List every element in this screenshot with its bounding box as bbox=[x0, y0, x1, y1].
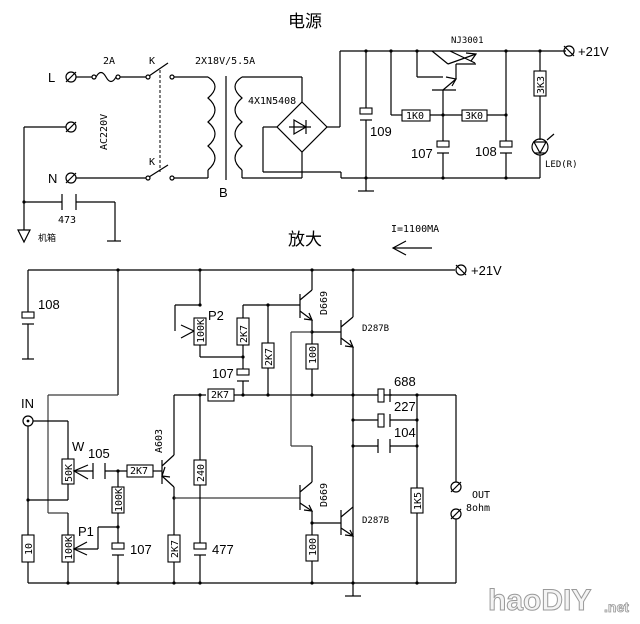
fuse-rating: 2A bbox=[103, 56, 115, 67]
switch-K2[interactable] bbox=[148, 164, 169, 178]
transformer-primary bbox=[207, 76, 216, 171]
base-resistor-label: 2K7 bbox=[130, 466, 148, 477]
psu-output-voltage: +21V bbox=[578, 44, 609, 59]
capacitor-107-p2 bbox=[236, 368, 250, 376]
upper-emitter-resistor-label: 100 bbox=[308, 346, 319, 364]
switch-K1[interactable] bbox=[148, 62, 169, 77]
lower-power-transistor bbox=[340, 506, 355, 537]
resistor-3k3-label: 3K3 bbox=[536, 76, 547, 94]
resistor-3k0-label: 3K0 bbox=[465, 111, 483, 122]
volume-pot-value: 50K bbox=[64, 464, 75, 482]
resistor-1k0-label: 1K0 bbox=[406, 111, 424, 122]
terminal-ground[interactable] bbox=[65, 121, 77, 133]
watermark-brand: haoDIY bbox=[488, 584, 591, 617]
filter-cap-label: 109 bbox=[370, 124, 392, 139]
upper-driver-transistor bbox=[299, 289, 313, 321]
cap-477-label: 477 bbox=[212, 542, 234, 557]
regulator-transistor-label: NJ3001 bbox=[451, 36, 484, 46]
upper-power-label: D287B bbox=[362, 324, 389, 334]
chassis-ground-icon bbox=[17, 229, 31, 244]
p1-value: 100K bbox=[64, 536, 75, 560]
feedback-resistor-label: 2K7 bbox=[211, 390, 229, 401]
amplifier-section: I=1100MA +21V 108 IN bbox=[21, 224, 502, 597]
wiper-arrow-icon bbox=[72, 464, 93, 480]
decoupling-cap-label: 108 bbox=[38, 297, 60, 312]
amp-supply-voltage: +21V bbox=[471, 263, 502, 278]
decoupling-capacitor bbox=[21, 311, 35, 319]
p2-resistor-label: 2K7 bbox=[239, 325, 250, 343]
output-cap-227-label: 227 bbox=[394, 399, 416, 414]
switch-K2-label: K bbox=[149, 157, 155, 168]
output-capacitor-688 bbox=[377, 388, 385, 403]
output-terminal-negative[interactable] bbox=[450, 508, 462, 520]
p1-cap-label: 107 bbox=[130, 542, 152, 557]
cap-108-psu-label: 108 bbox=[475, 144, 497, 159]
resistor-10-label: 10 bbox=[24, 543, 35, 555]
capacitor-108-psu bbox=[499, 140, 513, 148]
switch-K1-label: K bbox=[149, 56, 155, 67]
fuse-icon bbox=[95, 71, 117, 83]
capacitor-107-p1 bbox=[111, 542, 125, 550]
terminal-L-label: L bbox=[48, 70, 55, 85]
power-supply-section: L 2A K AC220V N K bbox=[17, 36, 609, 244]
input-jack[interactable] bbox=[22, 415, 34, 427]
terminal-N[interactable] bbox=[65, 172, 77, 184]
bias-resistor-label: 100K bbox=[114, 488, 125, 512]
lower-power-label: D287B bbox=[362, 516, 389, 526]
output-terminal-positive[interactable] bbox=[450, 481, 462, 493]
chassis-cap-label: 473 bbox=[58, 215, 76, 226]
lower-driver-transistor bbox=[299, 481, 314, 512]
output-capacitor-227 bbox=[377, 413, 385, 428]
current-arrow-icon bbox=[391, 240, 432, 256]
title-power-supply: 电源 bbox=[288, 12, 322, 32]
output-label: OUT bbox=[472, 490, 490, 501]
p1-wiper-icon bbox=[72, 541, 88, 556]
driver-transistor-label: A603 bbox=[154, 429, 165, 453]
input-label: IN bbox=[21, 396, 34, 411]
chassis-label: 机箱 bbox=[38, 232, 56, 244]
driver-transistor bbox=[161, 454, 175, 488]
input-cap-label: 105 bbox=[88, 446, 110, 461]
p2-label: P2 bbox=[208, 308, 224, 323]
load-label: 8ohm bbox=[466, 503, 490, 514]
capacitor-477 bbox=[193, 542, 207, 550]
output-terminal-21v[interactable] bbox=[563, 45, 575, 57]
volume-pot-label: W bbox=[72, 439, 85, 454]
resistor-240-label: 240 bbox=[196, 464, 207, 482]
transformer-label: B bbox=[219, 185, 228, 200]
upper-driver-label: D669 bbox=[319, 291, 330, 315]
p2-value: 100K bbox=[196, 319, 207, 343]
p2-wiper-icon bbox=[180, 324, 196, 339]
diode-icon bbox=[289, 118, 311, 136]
p1-label: P1 bbox=[78, 524, 94, 539]
current-note: I=1100MA bbox=[391, 224, 439, 235]
cap-107-psu-label: 107 bbox=[411, 146, 433, 161]
filter-capacitor bbox=[359, 107, 373, 115]
regulator-transistor bbox=[416, 50, 478, 115]
terminal-L[interactable] bbox=[65, 71, 77, 83]
mains-label: AC220V bbox=[99, 114, 110, 150]
rectifier-label: 4X1N5408 bbox=[248, 96, 296, 107]
transformer-rating: 2X18V/5.5A bbox=[195, 56, 255, 67]
lower-emitter-resistor-label: 100 bbox=[308, 538, 319, 556]
lower-driver-label: D669 bbox=[319, 483, 330, 507]
led-icon bbox=[531, 133, 555, 156]
upper-power-transistor bbox=[340, 316, 354, 348]
output-cap-104-label: 104 bbox=[394, 425, 416, 440]
transformer-secondary bbox=[234, 76, 243, 171]
output-cap-688-label: 688 bbox=[394, 374, 416, 389]
watermark-suffix: .net bbox=[604, 599, 629, 615]
vertical-resistor-label: 2K7 bbox=[264, 348, 275, 366]
output-resistor-label: 1K5 bbox=[413, 492, 424, 510]
watermark: haoDIY .net bbox=[488, 584, 630, 618]
p2-cap-label: 107 bbox=[212, 366, 234, 381]
amp-supply-terminal[interactable] bbox=[455, 264, 467, 276]
title-amplifier: 放大 bbox=[288, 230, 322, 250]
emitter-resistor-label: 2K7 bbox=[170, 540, 181, 558]
terminal-N-label: N bbox=[48, 171, 57, 186]
led-label: LED(R) bbox=[545, 160, 578, 170]
capacitor-107-psu bbox=[436, 140, 450, 148]
